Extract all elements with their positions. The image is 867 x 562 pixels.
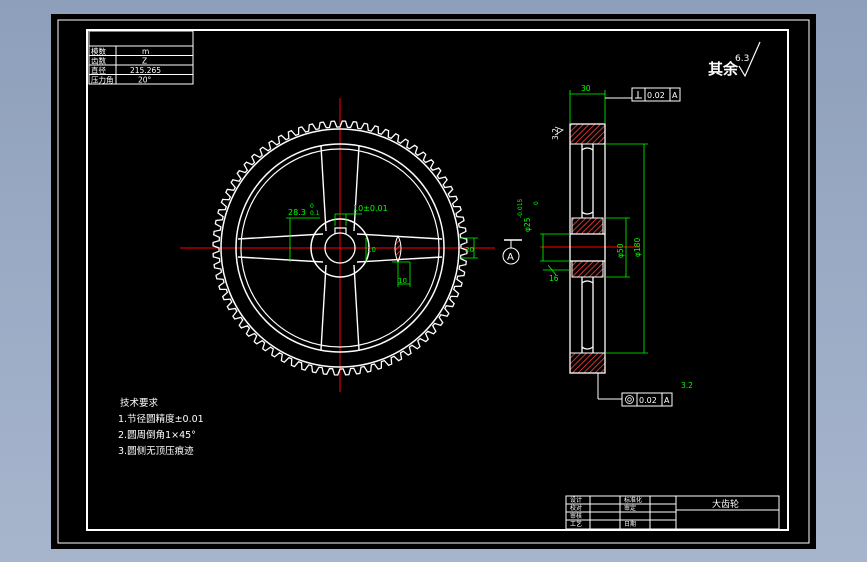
gear-side-view: 30 φ180 φ50 φ25 -0.015 0 16 3.2 3.2 — [517, 84, 693, 390]
rim-inner-circle — [235, 143, 445, 353]
hub-circle — [310, 218, 370, 278]
tolerance-frame-top: 0.02 A — [605, 87, 681, 102]
roughness-note: 其余 6.3 — [708, 41, 761, 78]
gear-tooth-profile — [212, 120, 468, 376]
roughness-symbol-icon — [738, 41, 761, 78]
keyway — [334, 227, 347, 234]
roughness-top-value: 3.2 — [551, 128, 560, 140]
roughness-bottom-value: 3.2 — [681, 381, 693, 390]
title-block-text: 设计 校对 审核 工艺 标准化 审定 日期 大齿轮 — [570, 496, 739, 528]
param-label: 齿数 — [91, 56, 106, 66]
title-row-label: 审核 — [570, 512, 582, 520]
title-block — [565, 495, 780, 530]
tech-requirement-item: 2.圆周倒角1×45° — [118, 429, 196, 441]
rim-diameter-dim: φ180 — [633, 238, 642, 257]
param-label: 压力角 — [91, 75, 114, 85]
title-row-label: 工艺 — [570, 520, 582, 528]
bore-tol-lower: 0 — [533, 201, 540, 205]
datum-marker: A — [502, 239, 522, 265]
sheet-trim-border — [57, 19, 810, 544]
gear-front-view: 28.3 0 0.1 10±0.01 10 10 20 — [180, 98, 495, 392]
tolerance-bottom-datum: A — [664, 396, 670, 405]
side-dimension-text: 30 φ180 φ50 φ25 -0.015 0 16 — [517, 84, 642, 283]
rim-groove-circle — [240, 148, 440, 348]
tech-requirements-title: 技术要求 — [120, 397, 159, 409]
title-col-label: 标准化 — [624, 496, 642, 504]
param-label: 直径 — [91, 65, 106, 75]
bore-diameter-dim: φ25 — [523, 217, 532, 232]
param-table — [88, 30, 194, 85]
param-table-text: 模数 齿数 直径 压力角 m Z 215.265 20° — [91, 46, 161, 85]
roughness-note-value: 6.3 — [735, 54, 749, 64]
tolerance-top-datum: A — [672, 91, 678, 100]
tech-requirement-item: 3.圆侧无顶压痕迹 — [118, 445, 194, 457]
hub-diameter-dim: φ50 — [616, 243, 625, 258]
title-row-label: 校对 — [570, 504, 582, 512]
param-value: 215.265 — [130, 66, 161, 75]
part-name: 大齿轮 — [712, 498, 739, 510]
bore-circle — [324, 232, 356, 264]
front-dimension-lines — [286, 213, 478, 287]
sheet-frame — [86, 29, 789, 531]
top-rim-section — [569, 123, 606, 145]
param-value: 20° — [138, 76, 152, 85]
concentricity-icon — [625, 395, 634, 404]
rim-outer-circle — [220, 128, 460, 368]
side-dimension-lines — [540, 90, 648, 354]
width-dim: 30 — [581, 84, 591, 93]
title-col-label: 日期 — [624, 520, 636, 528]
keyway-depth-tol-upper: 0 — [310, 203, 314, 210]
hub-lower-section — [571, 260, 604, 278]
roughness-top-icon — [554, 126, 564, 136]
tolerance-frame-bottom: 0.02 A — [597, 373, 673, 407]
spoke-width-dim: 10 — [367, 246, 376, 254]
face-width-dim: 16 — [549, 274, 559, 283]
param-value: m — [142, 47, 149, 56]
datum-label: A — [507, 252, 514, 263]
param-label: 模数 — [91, 46, 106, 56]
hub-upper-section — [571, 217, 604, 235]
tech-requirement-item: 1.节径圆精度±0.01 — [118, 413, 204, 425]
bore-tol-upper: -0.015 — [517, 198, 524, 218]
rib-dim: 10 — [398, 277, 407, 285]
title-col-label: 审定 — [624, 504, 636, 512]
gear-teeth — [212, 120, 468, 376]
tech-requirements: 技术要求 1.节径圆精度±0.01 2.圆周倒角1×45° 3.圆侧无顶压痕迹 — [118, 397, 204, 457]
front-dimension-text: 28.3 0 0.1 10±0.01 10 10 20 — [288, 203, 474, 285]
keyway-width-dim: 10±0.01 — [353, 204, 388, 213]
bottom-rim-section — [569, 352, 606, 374]
keyway-depth-tol-lower: 0.1 — [310, 210, 320, 217]
keyway-depth-dim: 28.3 — [288, 208, 306, 217]
rim-dim: 20 — [465, 246, 474, 254]
title-row-label: 设计 — [570, 496, 582, 504]
param-value: Z — [142, 57, 147, 66]
tolerance-bottom-value: 0.02 — [639, 396, 657, 405]
roughness-note-prefix: 其余 — [708, 60, 739, 78]
tolerance-top-value: 0.02 — [647, 91, 665, 100]
